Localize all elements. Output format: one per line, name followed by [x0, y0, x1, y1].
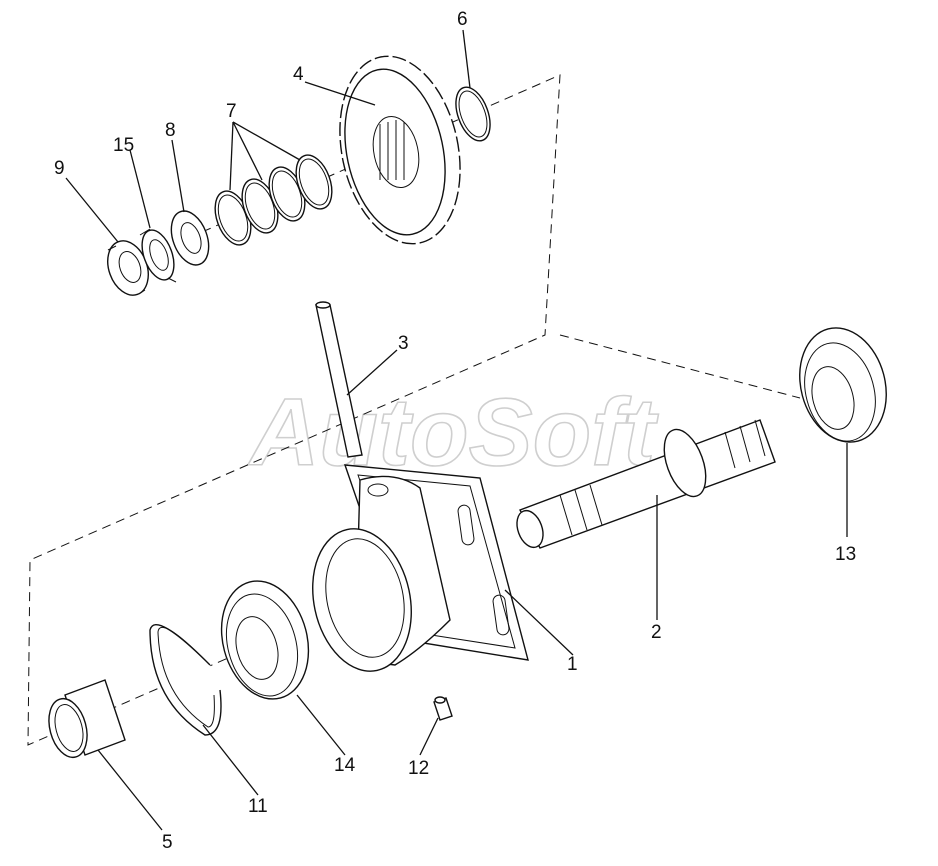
callout-3: 3: [398, 333, 409, 354]
leader-lines: [65, 29, 848, 831]
watermark: AutoSoft: [248, 379, 659, 486]
callout-9: 9: [54, 158, 65, 179]
callout-13: 13: [835, 544, 856, 565]
part-5-bushing: [48, 679, 126, 759]
part-7-shims: [214, 154, 333, 246]
part-1-housing: [312, 464, 529, 672]
part-3-pin: [315, 301, 363, 458]
callout-11: 11: [248, 796, 268, 817]
part-4-sprocket: [339, 55, 461, 245]
part-13-bearing: [799, 327, 887, 443]
callout-4: 4: [293, 64, 304, 85]
part-11-snap-ring: [149, 624, 222, 736]
part-12-grease-fitting: [433, 696, 453, 721]
callout-2: 2: [651, 622, 662, 643]
callout-1: 1: [567, 654, 578, 675]
part-9-nut: [107, 240, 149, 296]
callout-5: 5: [162, 832, 173, 853]
part-8-washer: [170, 210, 210, 266]
part-15-lock-washer: [139, 228, 177, 283]
callout-7: 7: [226, 101, 237, 122]
callout-15: 15: [113, 135, 134, 156]
callout-8: 8: [165, 120, 176, 141]
callout-12: 12: [408, 758, 429, 779]
part-6-ring: [455, 86, 491, 142]
part-14-bearing: [220, 580, 310, 700]
assembly-axis-lines: [27, 74, 801, 746]
callout-6: 6: [457, 9, 468, 30]
callout-14: 14: [334, 755, 356, 776]
part-2-shaft: [516, 419, 776, 549]
